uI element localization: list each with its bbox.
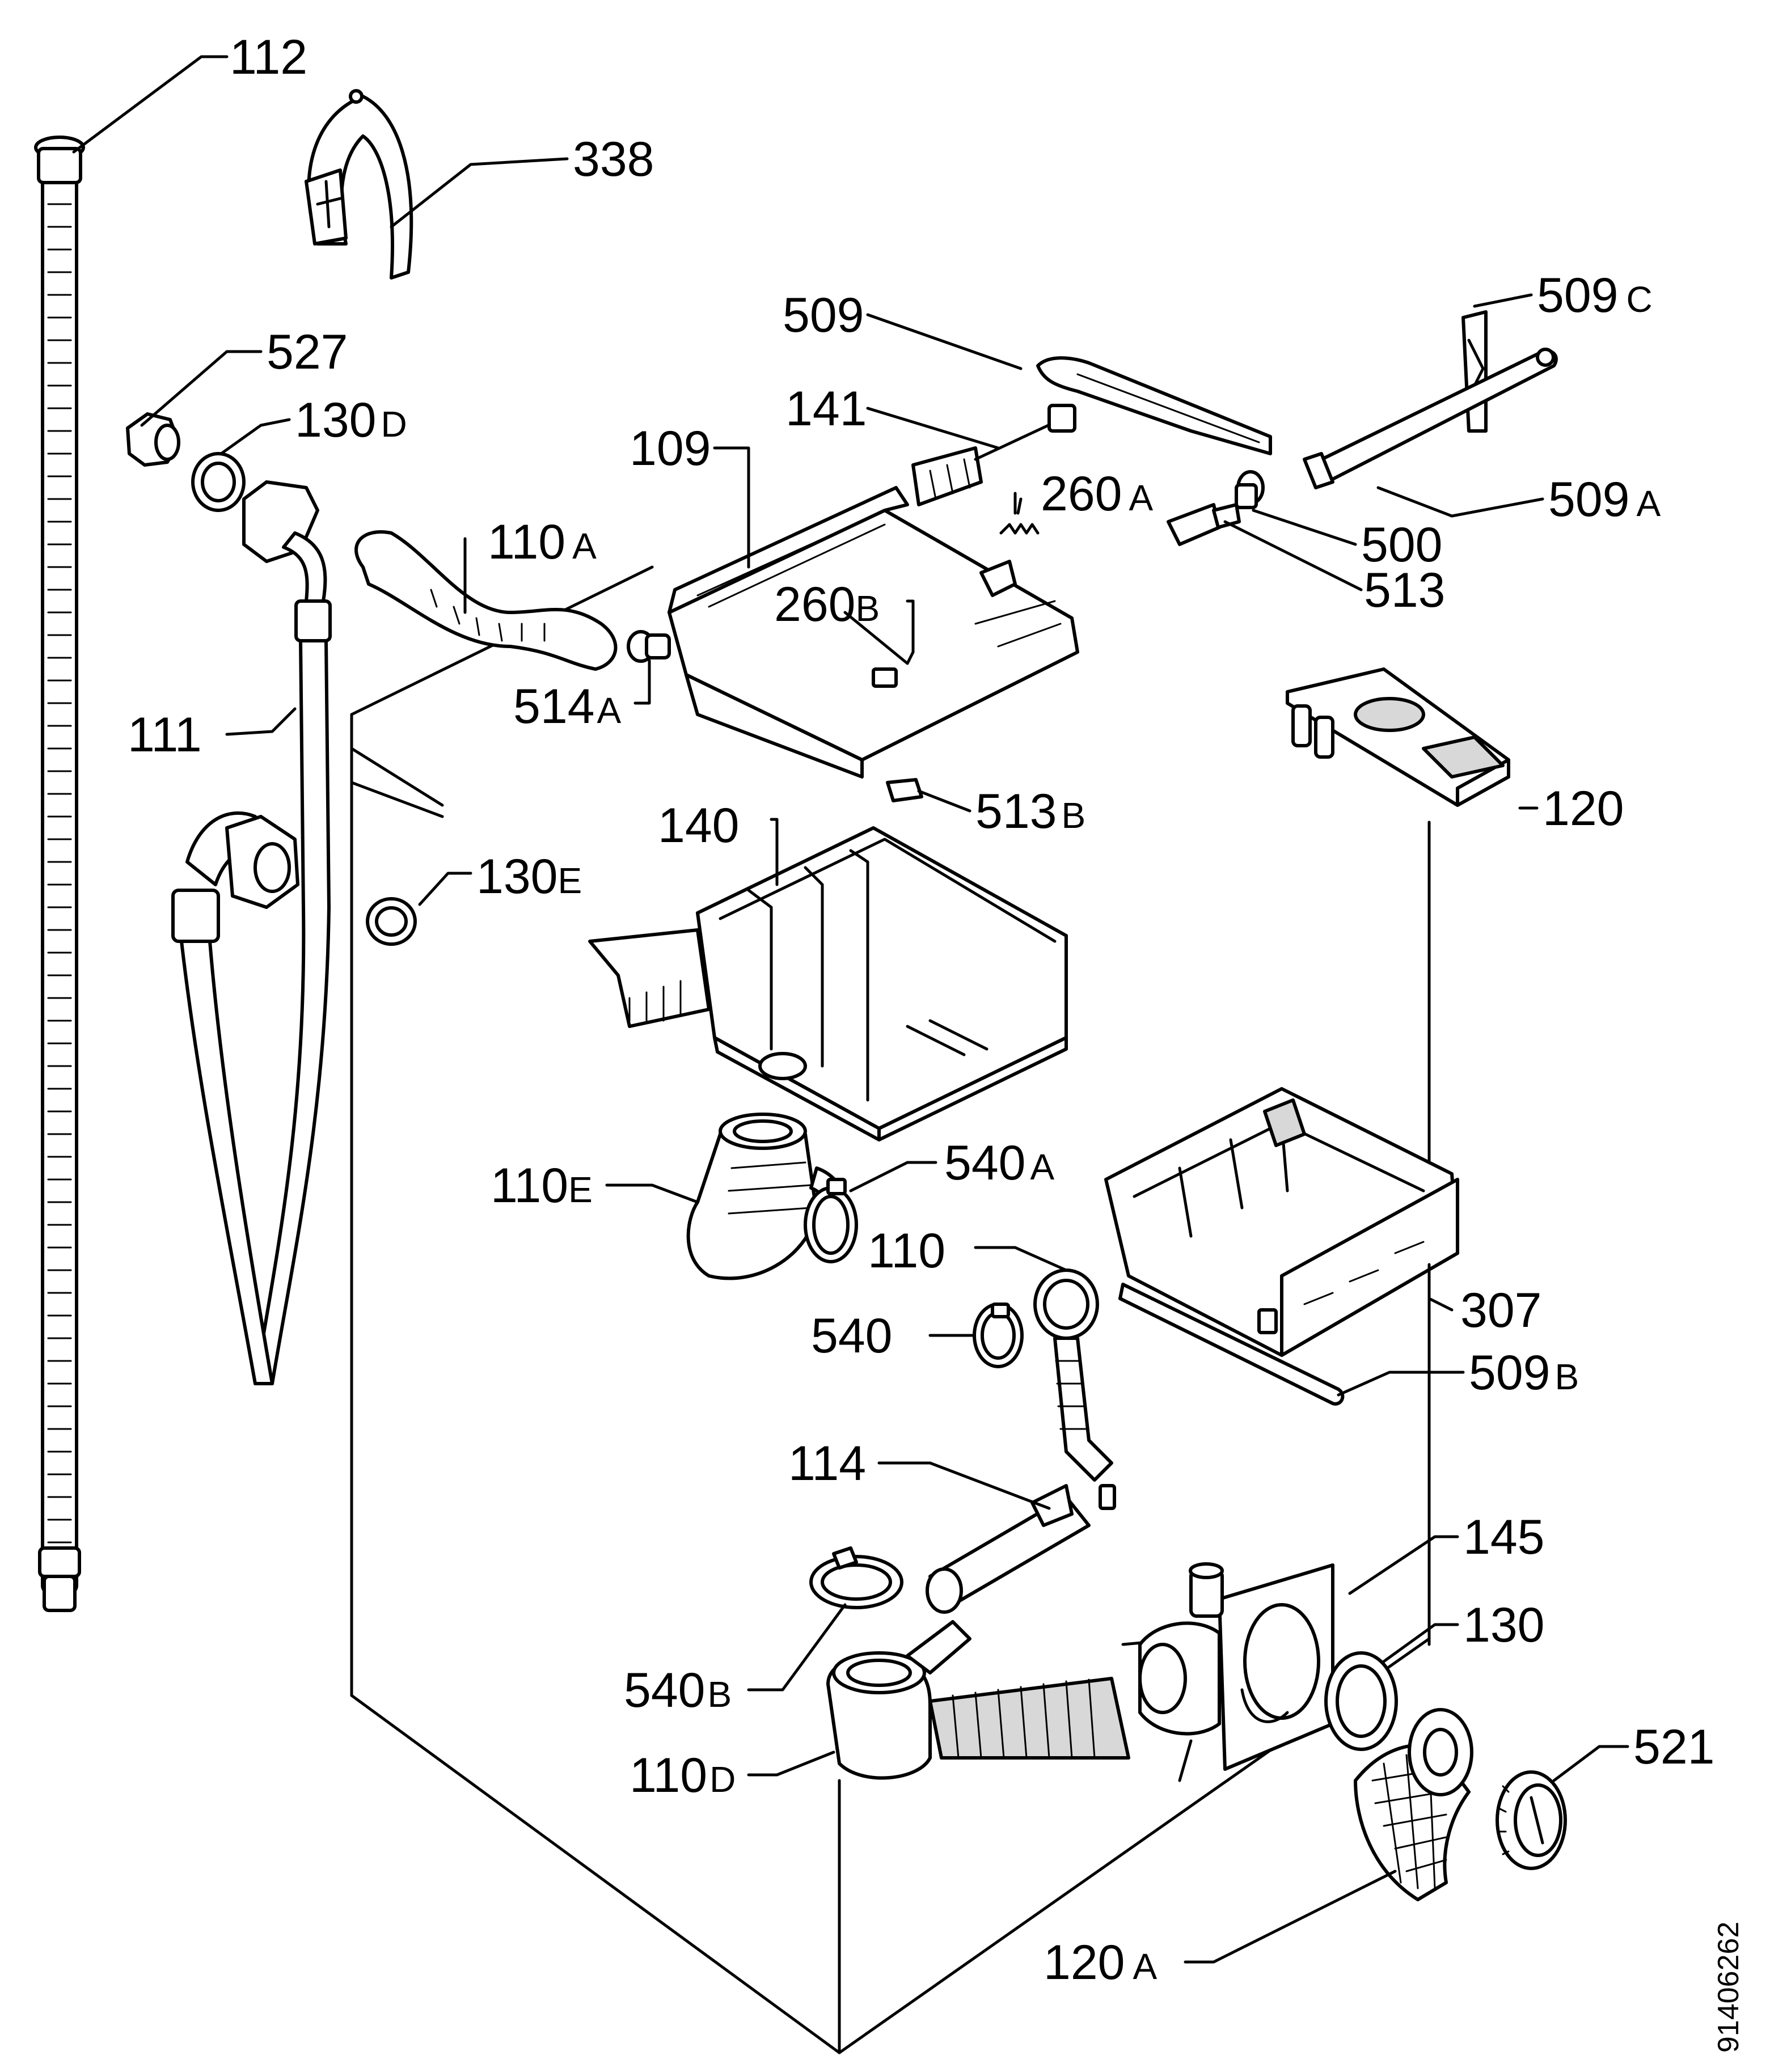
part-307-drawer	[1104, 1087, 1459, 1357]
part-112-inlet-hose	[34, 136, 85, 1612]
part-111-inlet-hose	[171, 480, 332, 1385]
part-109-panel	[668, 486, 1079, 779]
label-110E: 110E	[491, 1158, 593, 1213]
part-120-dispenser-cover	[1286, 667, 1510, 807]
part-260A-spring	[999, 497, 1040, 535]
part-509-lever	[1036, 356, 1272, 455]
part-110E-bellows	[686, 1113, 853, 1280]
label-540B: 540B	[624, 1663, 732, 1718]
part-130E-seal	[366, 897, 417, 946]
part-540B-clamp	[809, 1546, 903, 1609]
label-509: 509	[783, 288, 864, 342]
part-509A-rod	[1303, 348, 1558, 489]
label-338: 338	[573, 132, 654, 187]
label-110D: 110D	[630, 1748, 736, 1803]
part-130D-seal	[191, 452, 246, 512]
part-540A-clamp	[804, 1178, 858, 1263]
part-509C-clip	[1461, 310, 1488, 433]
part-513B-small-part	[886, 778, 923, 802]
label-112: 112	[230, 30, 307, 84]
label-130: 130	[1463, 1598, 1545, 1652]
label-513: 513	[1364, 563, 1446, 618]
part-145-pump	[1138, 1562, 1334, 1771]
part-513-bracket	[1167, 503, 1241, 546]
document-number: 91406262	[1712, 1922, 1745, 2053]
part-110A-hose	[354, 530, 618, 671]
part-338-hose-guide	[305, 89, 413, 280]
label-109: 109	[630, 421, 711, 476]
part-114-chamber	[926, 1484, 1116, 1614]
label-307: 307	[1460, 1283, 1542, 1338]
label-527: 527	[267, 325, 348, 379]
part-509B-rod	[1118, 1283, 1345, 1406]
part-540-clamp	[973, 1303, 1024, 1368]
label-114: 114	[788, 1436, 866, 1491]
label-130E: 130E	[476, 849, 582, 904]
label-111: 111	[128, 708, 202, 762]
label-514A: 514A	[513, 679, 622, 734]
part-527-nut	[126, 412, 180, 467]
label-540: 540	[811, 1309, 893, 1363]
part-110-hose	[1033, 1268, 1113, 1482]
part-514A-fitting	[627, 630, 671, 663]
label-110: 110	[868, 1224, 945, 1278]
label-260B: 260B	[774, 577, 880, 632]
label-521: 521	[1633, 1720, 1715, 1774]
label-141: 141	[785, 382, 867, 436]
label-120: 120	[1543, 781, 1624, 836]
part-500-pin	[1235, 470, 1265, 509]
part-141-component	[911, 404, 1076, 506]
part-130-seal	[1324, 1651, 1398, 1751]
label-500: 500	[1361, 518, 1443, 572]
leader-lines	[72, 55, 1629, 1964]
label-140: 140	[658, 798, 740, 853]
part-110D-sump-hose	[826, 1620, 1130, 1780]
label-145: 145	[1463, 1510, 1545, 1564]
part-521-knob	[1496, 1770, 1567, 1870]
part-120A-filter	[1354, 1708, 1473, 1901]
part-140-dispenser-housing	[588, 826, 1068, 1141]
